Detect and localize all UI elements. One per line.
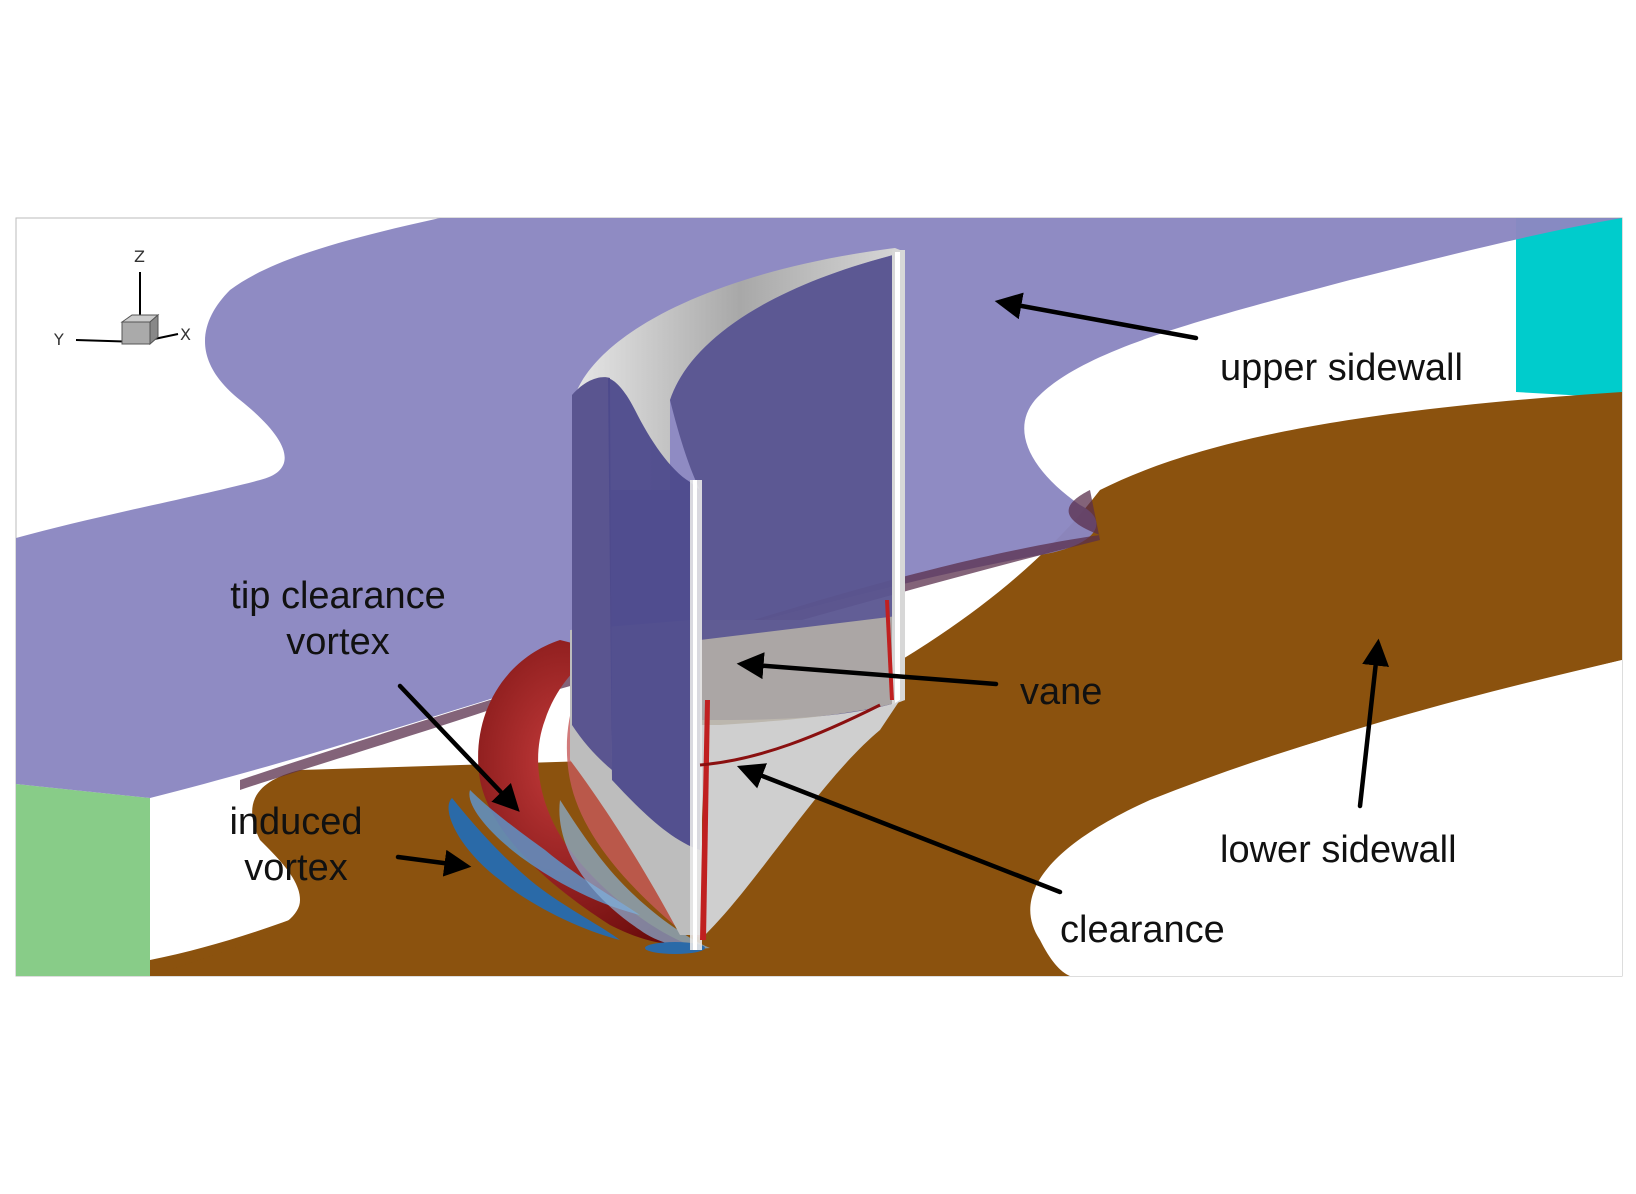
label-upper-sidewall: upper sidewall xyxy=(1220,347,1463,389)
arrow-clearance xyxy=(736,763,1063,895)
label-induced-vortex-line1: induced xyxy=(229,801,362,843)
axis-x-label: X xyxy=(180,325,191,344)
label-lower-sidewall: lower sidewall xyxy=(1220,829,1457,871)
annotation-arrows xyxy=(395,292,1390,895)
tip-clearance-vortex-shape xyxy=(478,640,690,945)
arrow-lower-sidewall xyxy=(1357,638,1390,809)
arrow-tip-clearance-vortex xyxy=(397,683,520,812)
outlet-face xyxy=(1516,218,1622,398)
label-tip-clearance-vortex-line1: tip clearance xyxy=(230,575,445,617)
arrow-induced-vortex xyxy=(395,849,472,877)
label-clearance: clearance xyxy=(1060,909,1225,951)
axis-y-label: Y xyxy=(53,330,64,349)
label-induced-vortex-line2: vortex xyxy=(244,847,347,889)
vane-suction-side xyxy=(575,248,905,490)
vane xyxy=(570,248,905,950)
arrow-vane xyxy=(736,652,999,687)
label-tip-clearance-vortex-line2: vortex xyxy=(286,621,389,663)
inlet-face xyxy=(16,784,150,976)
arrow-upper-sidewall xyxy=(994,292,1199,341)
axis-z-label: Z xyxy=(134,247,145,266)
vane-pressure-side xyxy=(572,377,612,770)
lower-sidewall-cutout xyxy=(1030,660,1622,976)
annotation-labels: upper sidewall vane lower sidewall clear… xyxy=(229,347,1462,951)
axis-triad: Z Y X xyxy=(53,247,191,349)
upper-over-lower-overlap xyxy=(240,490,1100,790)
label-vane: vane xyxy=(1020,671,1102,713)
